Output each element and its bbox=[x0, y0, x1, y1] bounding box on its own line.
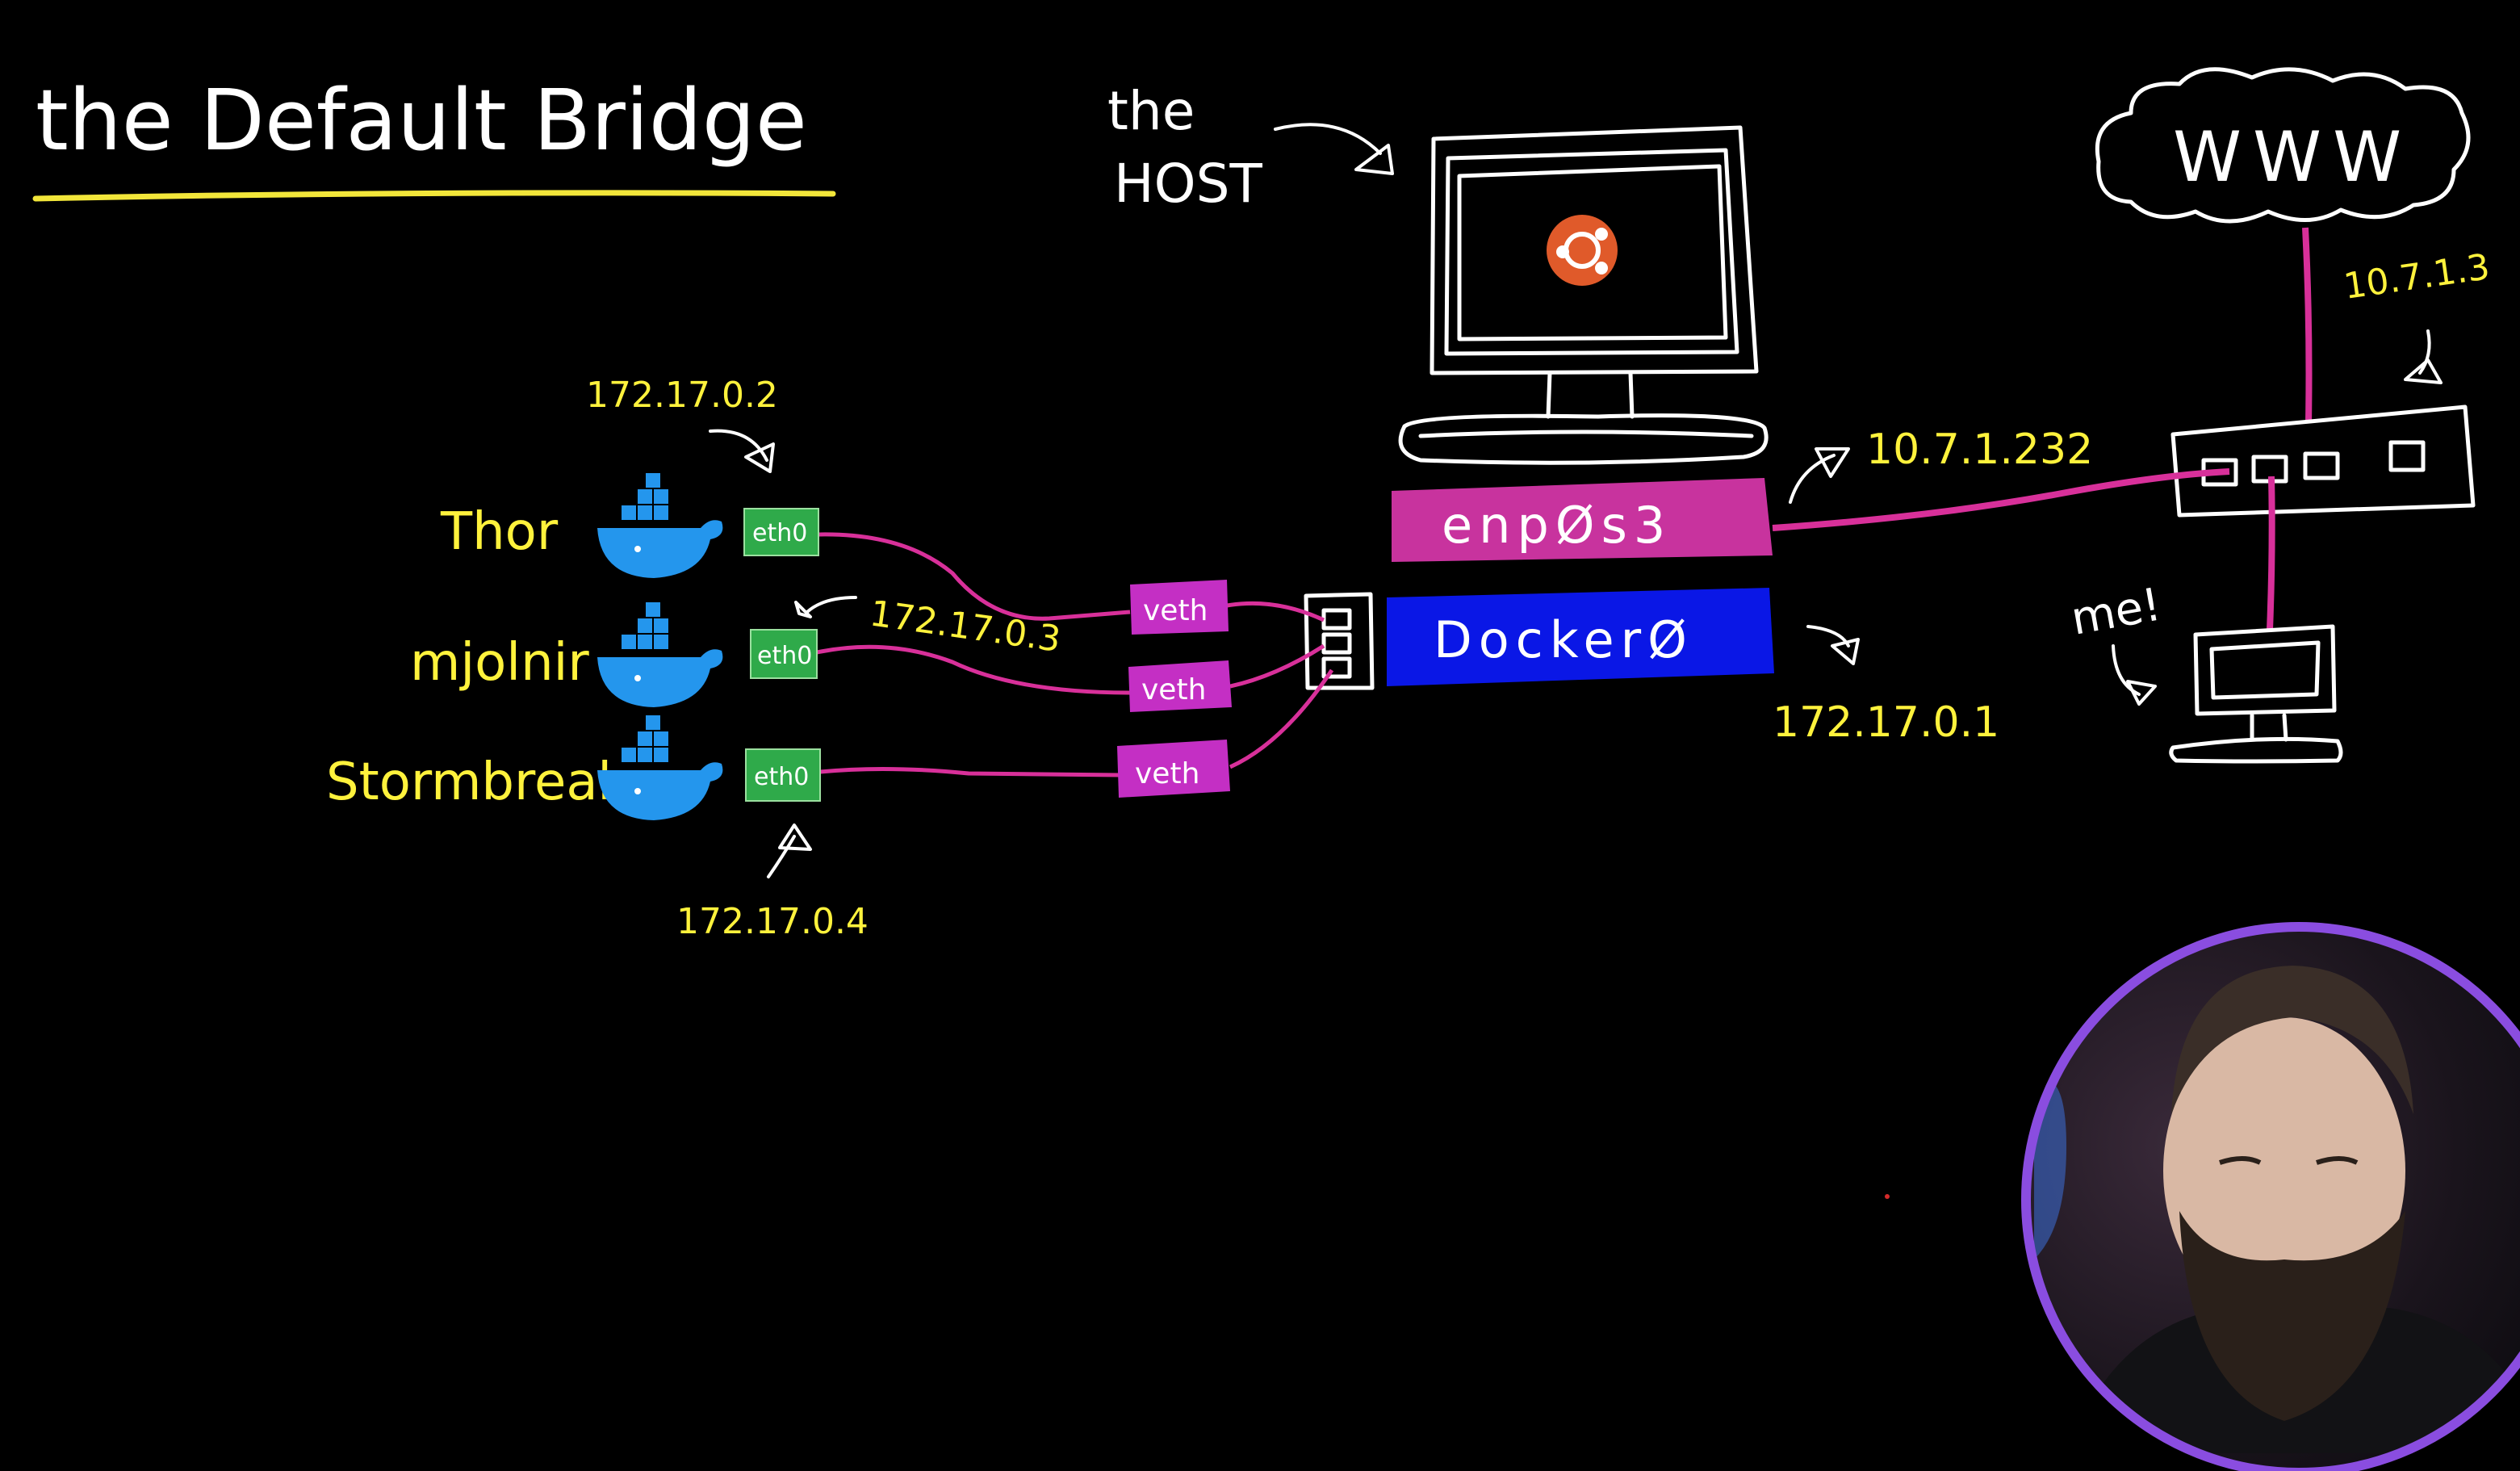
me-arrow-icon bbox=[2112, 644, 2157, 706]
docker-whale-icon bbox=[597, 602, 723, 707]
thor-ip-arrow-icon bbox=[709, 429, 775, 473]
host-label-host: HOST bbox=[1114, 153, 1262, 215]
eth0-box-thor: eth0 bbox=[743, 508, 819, 556]
wire-veth2-bridge bbox=[1229, 643, 1325, 689]
veth-box-2: veth bbox=[1128, 660, 1232, 712]
eth0-box-mjolnir: eth0 bbox=[750, 629, 818, 679]
host-arrow-icon bbox=[1274, 123, 1394, 175]
eth0-label-stormbreaker: eth0 bbox=[754, 763, 809, 791]
enp-ip-label: 10.7.1.232 bbox=[1866, 425, 2093, 474]
docker-whale-icon bbox=[597, 715, 723, 820]
docker0-ip-label: 172.17.0.1 bbox=[1773, 698, 1999, 747]
bridge-port-block bbox=[1304, 592, 1375, 690]
eth0-label-mjolnir: eth0 bbox=[757, 642, 812, 670]
veth-box-1: veth bbox=[1130, 580, 1229, 635]
router-ip-label: 10.7.1.3 bbox=[2341, 246, 2492, 308]
presenter-webcam bbox=[2021, 922, 2520, 1471]
eth0-label-thor: eth0 bbox=[752, 519, 807, 547]
wire-stormbreaker-veth bbox=[819, 766, 1121, 777]
host-computer-icon bbox=[1398, 125, 1769, 465]
docker0-label: DockerØ bbox=[1434, 610, 1693, 669]
mjolnir-ip-arrow-icon bbox=[794, 596, 857, 618]
router-ip-arrow-icon bbox=[2404, 329, 2443, 384]
diagram-title: the Default Bridge bbox=[36, 71, 807, 170]
host-label-the: the bbox=[1107, 80, 1195, 142]
enp0s3-interface: enpØs3 bbox=[1392, 478, 1773, 562]
container-name-mjolnir: mjolnir bbox=[410, 633, 589, 693]
container-ip-thor: 172.17.0.2 bbox=[586, 375, 778, 416]
veth-box-3: veth bbox=[1117, 740, 1230, 798]
internet-label: WWW bbox=[2173, 117, 2413, 198]
container-ip-stormbreaker: 172.17.0.4 bbox=[676, 901, 869, 942]
veth-label-2: veth bbox=[1141, 673, 1206, 706]
wire-veth3-bridge bbox=[1229, 668, 1334, 769]
wire-router-me bbox=[2267, 476, 2275, 631]
internet-cloud-icon bbox=[2095, 67, 2471, 224]
wire-thor-veth bbox=[818, 532, 1131, 621]
wire-mjolnir-veth bbox=[816, 644, 1131, 695]
enp-ip-arrow-icon bbox=[1789, 447, 1850, 504]
title-underline bbox=[32, 190, 836, 202]
stormbreaker-ip-arrow-icon bbox=[767, 824, 812, 878]
router-switch-icon bbox=[2170, 404, 2476, 518]
me-label: me! bbox=[2067, 578, 2165, 645]
ubuntu-logo-icon bbox=[1547, 215, 1618, 286]
eth0-box-stormbreaker: eth0 bbox=[745, 748, 821, 802]
my-computer-icon bbox=[2169, 624, 2343, 764]
enp0s3-label: enpØs3 bbox=[1442, 496, 1672, 555]
wire-enp-router bbox=[1772, 468, 2230, 531]
docker0-ip-arrow-icon bbox=[1806, 625, 1860, 665]
veth-label-1: veth bbox=[1143, 594, 1208, 627]
stray-dot bbox=[1885, 1194, 1890, 1199]
container-name-thor: Thor bbox=[440, 502, 559, 562]
wire-internet-router bbox=[2302, 227, 2313, 424]
docker-whale-icon bbox=[597, 473, 723, 578]
docker0-bridge: DockerØ bbox=[1387, 588, 1774, 686]
veth-label-3: veth bbox=[1135, 757, 1199, 790]
wire-veth1-bridge bbox=[1226, 601, 1325, 622]
